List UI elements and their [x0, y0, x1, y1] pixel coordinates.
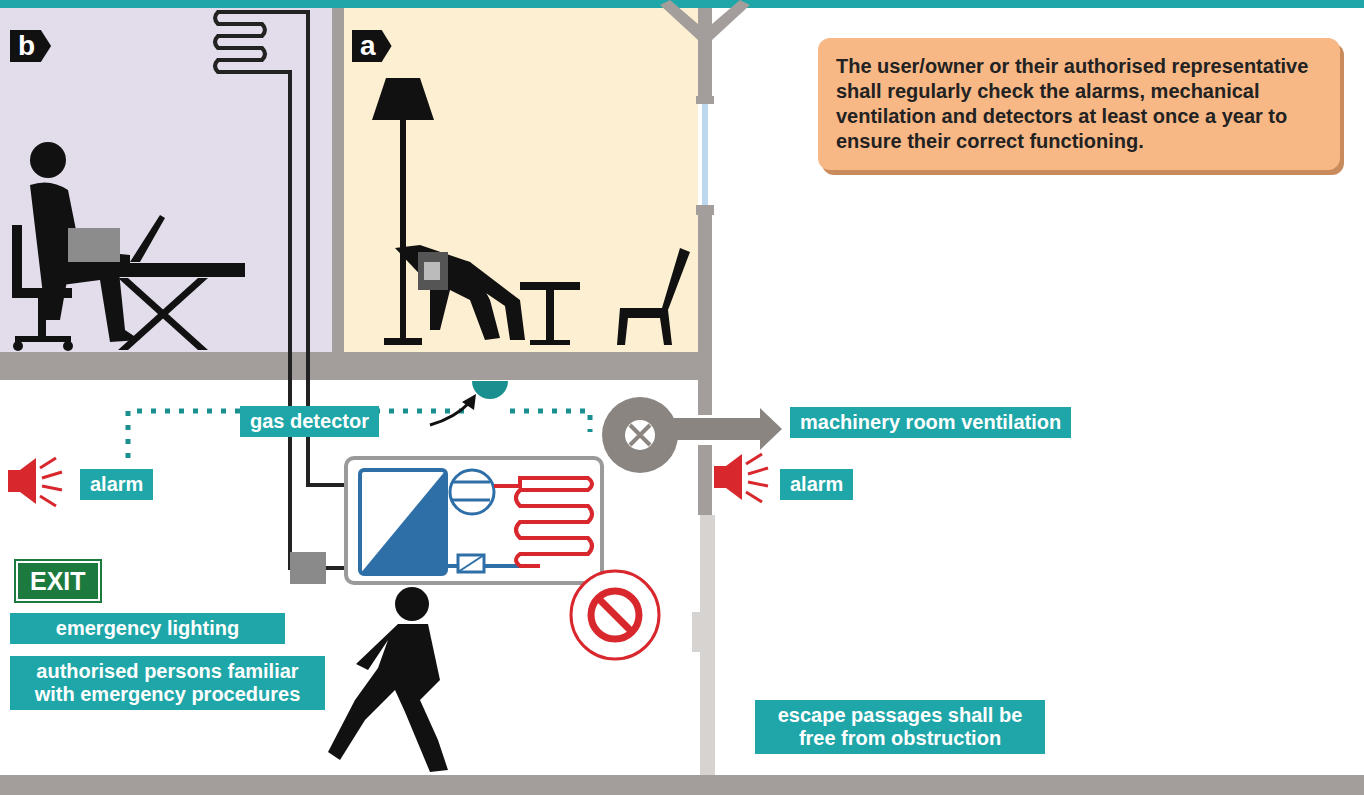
- label-text: authorised persons familiar with emergen…: [20, 660, 315, 706]
- room-a: [344, 8, 699, 352]
- gas-detector: [472, 381, 508, 399]
- floor-slab: [0, 352, 712, 380]
- illustration-part: [452, 482, 490, 500]
- illustration-part: [400, 120, 406, 342]
- label-text: a: [360, 30, 376, 62]
- outer-wall: [698, 8, 712, 100]
- room-badge: a: [352, 30, 392, 62]
- illustration-part: [395, 245, 500, 340]
- callout-label: emergency lighting: [10, 613, 285, 644]
- window-frame: [698, 100, 712, 215]
- illustration-part: [458, 555, 484, 572]
- illustration-part: [118, 278, 208, 350]
- label-text: escape passages shall be free from obstr…: [765, 704, 1035, 750]
- reader-face: [424, 262, 440, 280]
- leader-head: [462, 394, 476, 410]
- illustration-part: [760, 408, 782, 450]
- refrigerant-pipes: [215, 12, 348, 568]
- illustration-part: [118, 278, 208, 350]
- illustration-part: [746, 454, 768, 502]
- reader-head: [418, 252, 448, 290]
- illustration-part: [215, 12, 265, 72]
- illustration-part: [591, 591, 639, 639]
- illustration-part: [450, 470, 494, 514]
- illustration-part: [458, 555, 484, 572]
- illustration-part: [530, 340, 570, 345]
- illustration-part: [602, 397, 678, 473]
- window-sill: [696, 205, 714, 215]
- label-text: The user/owner or their authorised repre…: [836, 54, 1322, 154]
- illustration-part: [598, 598, 632, 632]
- illustration-part: [384, 338, 422, 345]
- ventilation-fan: [602, 397, 782, 473]
- heat-pump-unit: [346, 458, 602, 583]
- illustration-part: [520, 282, 580, 290]
- room-b: [0, 8, 332, 352]
- ground-floor: [0, 775, 1364, 795]
- outer-wall: [698, 445, 712, 515]
- illustration-part: [494, 478, 592, 566]
- callout-label: authorised persons familiar with emergen…: [10, 656, 325, 710]
- callout-label: escape passages shall be free from obstr…: [755, 700, 1045, 754]
- partition-wall: [332, 8, 344, 352]
- alarm-sounder-right: [714, 454, 768, 502]
- illustration-part: [30, 142, 66, 178]
- roof-edge: [660, 0, 750, 40]
- illustration-part: [20, 458, 36, 504]
- illustration-part: [40, 458, 62, 506]
- label-text: emergency lighting: [20, 617, 275, 640]
- label-text: b: [18, 30, 35, 62]
- illustration-part: [13, 341, 23, 351]
- illustration-part: [262, 72, 348, 568]
- maintenance-note: The user/owner or their authorised repre…: [818, 38, 1340, 170]
- valve-box: [290, 552, 326, 584]
- illustration-part: [625, 420, 655, 450]
- illustration-part: [63, 341, 73, 351]
- illustration-part: [546, 290, 554, 345]
- illustration-part: [372, 78, 434, 120]
- walking-person: [328, 587, 448, 772]
- callout-label: machinery room ventilation: [790, 407, 1071, 438]
- illustration-part: [85, 263, 245, 277]
- label-text: machinery room ventilation: [800, 411, 1061, 434]
- room-badge: b: [10, 30, 51, 62]
- illustration-part: [328, 624, 448, 772]
- label-text: gas detector: [250, 410, 369, 433]
- illustration-part: [726, 454, 742, 500]
- illustration-part: [360, 470, 446, 574]
- callout-label: alarm: [780, 469, 853, 500]
- living-room-figures: [372, 78, 690, 345]
- office-worker: [12, 142, 245, 351]
- illustration-part: [15, 336, 71, 342]
- illustration-part: [346, 458, 602, 583]
- door: [700, 515, 715, 775]
- illustration-part: [12, 225, 22, 295]
- outer-wall: [698, 215, 712, 415]
- callout-label: alarm: [80, 469, 153, 500]
- illustration-part: [130, 215, 165, 262]
- laptop-screen: [68, 228, 120, 262]
- top-bar: [0, 0, 1364, 8]
- illustration-part: [8, 470, 20, 492]
- window-glass: [702, 100, 708, 215]
- door-handle: [692, 612, 700, 652]
- illustration-part: [714, 466, 726, 488]
- no-entry-sign: [571, 571, 659, 659]
- illustration-part: [38, 296, 46, 336]
- callout-label: gas detector: [240, 406, 379, 437]
- label-text: EXIT: [30, 566, 86, 596]
- illustration-part: [360, 470, 446, 574]
- label-text: alarm: [90, 473, 143, 496]
- leader-arrow: [430, 402, 470, 425]
- alarm-sounder-left: [8, 458, 62, 506]
- window-head: [696, 96, 714, 104]
- label-text: alarm: [790, 473, 843, 496]
- exit-sign: EXIT: [16, 561, 100, 601]
- illustration-part: [395, 587, 429, 621]
- illustration-part: [630, 425, 650, 445]
- illustration-part: [571, 571, 659, 659]
- illustration-part: [617, 248, 690, 345]
